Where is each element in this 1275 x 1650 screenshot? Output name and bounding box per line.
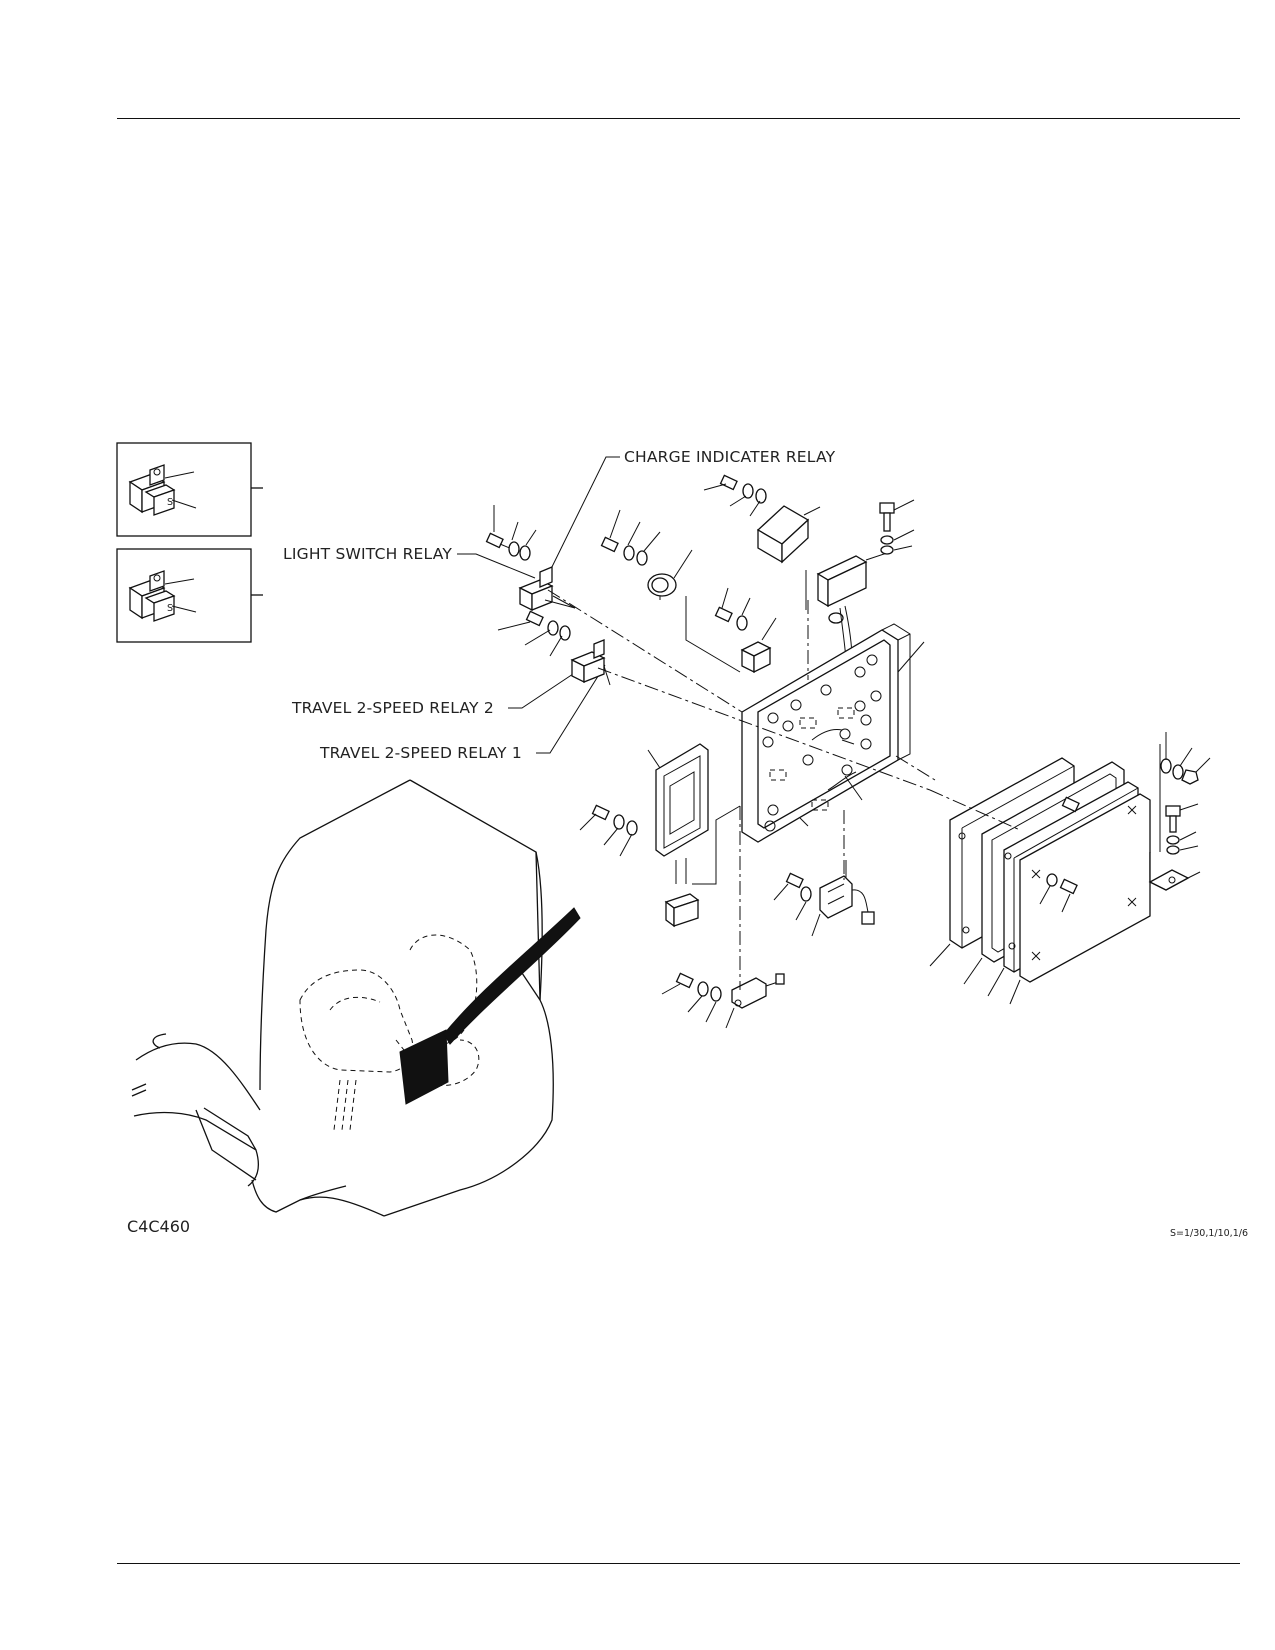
label-travel-2-speed-relay-1: TRAVEL 2-SPEED RELAY 1 xyxy=(319,744,522,762)
fastener-stack-d xyxy=(703,474,767,517)
connector-bracket xyxy=(805,551,891,661)
relay-travel-2-speed xyxy=(570,639,611,686)
header-rule xyxy=(117,118,1240,119)
mounting-bracket-right xyxy=(1148,732,1211,891)
fastener-stack-f xyxy=(879,499,915,555)
relay-charge-indicator xyxy=(756,505,821,564)
connector-block xyxy=(773,860,875,937)
flasher-unit xyxy=(647,743,741,928)
footer-rule xyxy=(117,1563,1240,1564)
leader-travel-relay-2 xyxy=(508,671,577,709)
fastener-stack-e xyxy=(714,587,751,631)
leader-charge-indicater-relay xyxy=(547,456,620,576)
buzzer-component xyxy=(647,549,741,673)
fastener-stack-c xyxy=(600,509,661,566)
figure-code: C4C460 xyxy=(127,1217,190,1236)
diode-module xyxy=(725,973,785,1029)
label-travel-2-speed-relay-2: TRAVEL 2-SPEED RELAY 2 xyxy=(291,699,494,717)
relay-small-cube xyxy=(740,617,777,674)
inset-mark-1: S xyxy=(167,497,173,508)
fastener-stack-h xyxy=(661,972,722,1023)
relay-mounting-plate xyxy=(741,623,925,843)
inset-detail-2: S xyxy=(116,548,263,643)
inset-detail-1: S xyxy=(116,442,263,537)
label-light-switch-relay: LIGHT SWITCH RELAY xyxy=(283,545,452,563)
scale-note: S=1/30,1/10,1/6 xyxy=(1170,1228,1248,1239)
cover-panel-4 xyxy=(1009,793,1151,1005)
label-charge-indicater-relay: CHARGE INDICATER RELAY xyxy=(624,448,836,466)
relay-light-switch xyxy=(518,566,576,612)
leader-travel-relay-1 xyxy=(536,664,606,754)
inset-mark-2: S xyxy=(167,603,173,614)
machine-cab-outline xyxy=(131,779,581,1217)
fastener-stack-a xyxy=(485,505,537,561)
leader-light-switch-relay xyxy=(457,553,536,579)
assembly-centerlines xyxy=(547,589,1021,990)
fastener-stack-g xyxy=(579,804,638,857)
fastener-stack-b xyxy=(497,610,571,657)
